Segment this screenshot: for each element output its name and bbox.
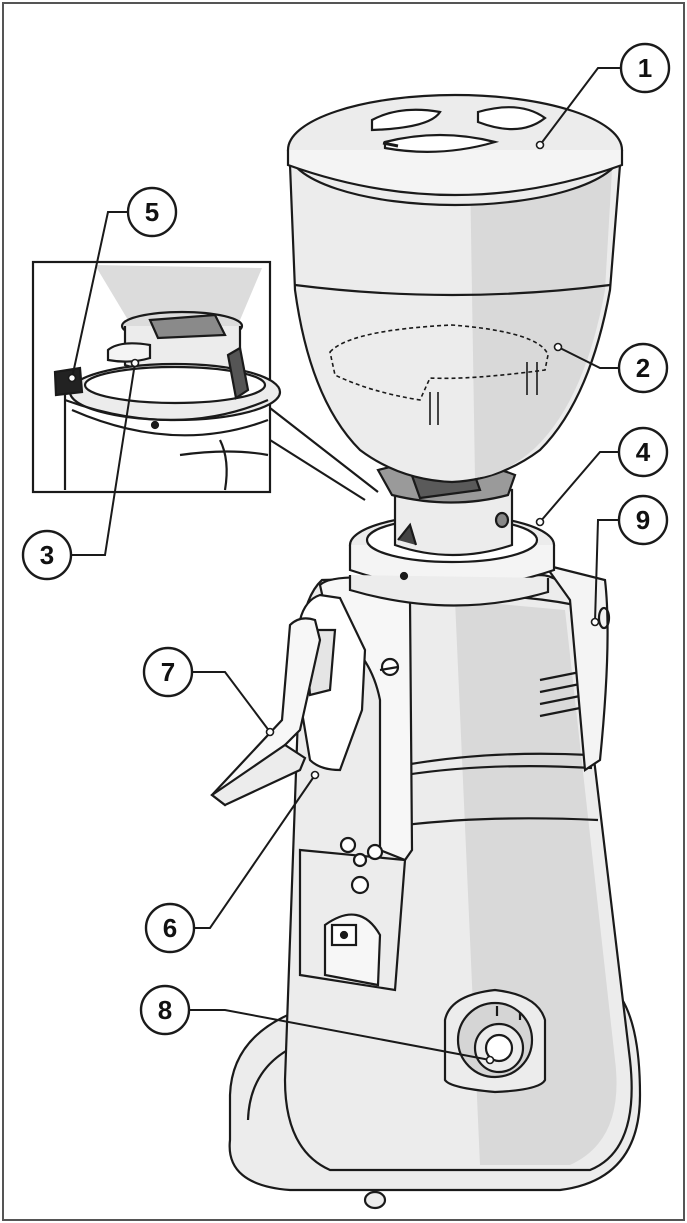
callout-label-5: 5 xyxy=(145,197,159,227)
inset-connector-top xyxy=(269,407,379,493)
callout-label-8: 8 xyxy=(158,995,172,1025)
callout-3: 3 xyxy=(21,529,73,581)
leader-7 xyxy=(190,671,271,733)
leader-5 xyxy=(71,211,128,379)
callout-label-1: 1 xyxy=(638,53,652,83)
callout-label-9: 9 xyxy=(636,505,650,535)
leader-lines xyxy=(70,67,620,1061)
hopper-lid xyxy=(286,93,624,207)
leader-4 xyxy=(539,451,620,523)
callout-8: 8 xyxy=(139,984,191,1036)
callout-label-6: 6 xyxy=(163,913,177,943)
grind-adjust-knob xyxy=(443,988,547,1094)
callout-2: 2 xyxy=(617,342,669,394)
leader-2 xyxy=(557,346,618,369)
leader-1 xyxy=(539,67,620,146)
callout-label-4: 4 xyxy=(636,437,651,467)
inset-connector-bottom xyxy=(269,439,366,501)
leader-dots xyxy=(67,140,600,1065)
leader-3 xyxy=(70,362,136,556)
callout-1: 1 xyxy=(619,42,671,94)
leader-9 xyxy=(594,519,620,623)
callout-4: 4 xyxy=(617,426,669,478)
callout-9: 9 xyxy=(617,494,669,546)
leader-8 xyxy=(188,1009,491,1061)
doser-front xyxy=(298,576,414,992)
bean-hopper xyxy=(288,163,622,484)
callout-5: 5 xyxy=(126,186,178,238)
side-panel xyxy=(542,563,611,772)
callout-label-7: 7 xyxy=(161,657,175,687)
callout-7: 7 xyxy=(142,646,194,698)
callout-6: 6 xyxy=(144,902,196,954)
callout-label-3: 3 xyxy=(40,540,54,570)
dosing-lever xyxy=(210,617,322,807)
callout-label-2: 2 xyxy=(636,353,650,383)
